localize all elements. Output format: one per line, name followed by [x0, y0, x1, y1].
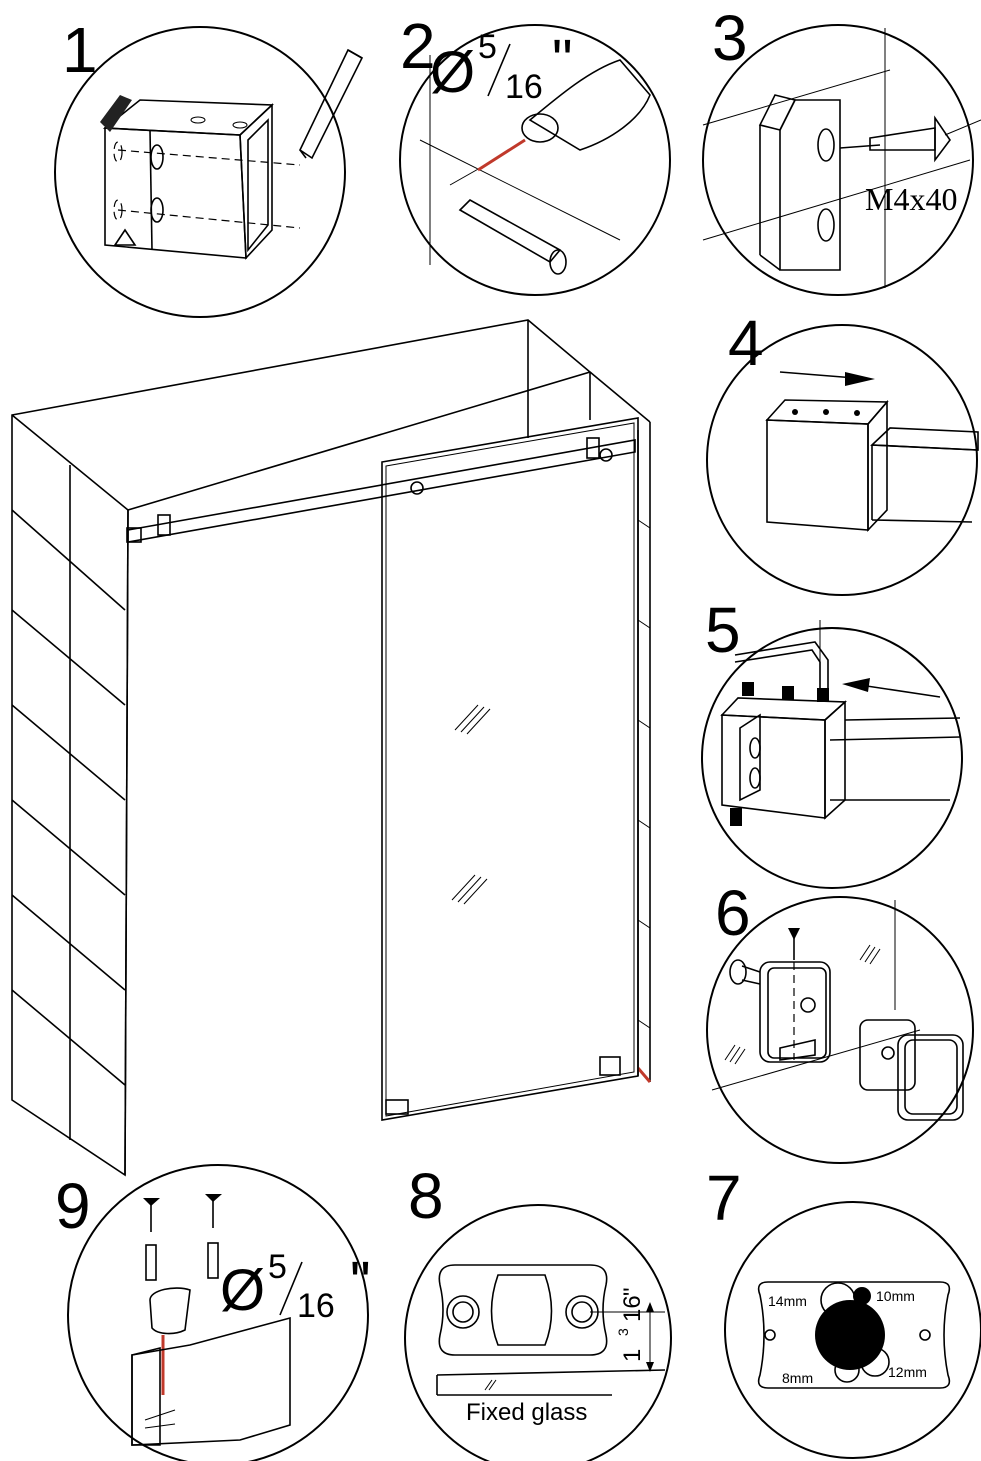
- step-4-number: 4: [728, 307, 764, 379]
- step-4-panel: 4: [706, 307, 979, 596]
- door-roller-right: [599, 448, 613, 462]
- step-9-number: 9: [55, 1170, 91, 1242]
- glass-clip-bracket: [759, 961, 831, 1063]
- step-8-dimension-inch: ": [619, 1287, 646, 1296]
- tiled-wall: [11, 319, 592, 1177]
- step-2-panel: 2 Ø 5 16 ": [399, 10, 671, 296]
- step-9-fraction-denominator: 16: [297, 1287, 335, 1325]
- step-9-inch-mark: ": [350, 1250, 371, 1315]
- support-bar: [870, 427, 979, 523]
- bar-connector-block: [765, 399, 889, 533]
- drill-icon: [477, 59, 651, 172]
- wall-plug-icon: [458, 199, 567, 275]
- clip-cover-plates: [859, 1019, 964, 1121]
- glass-hatch: [724, 944, 881, 1065]
- door-floor-guide: [385, 1099, 409, 1115]
- step-6-number: 6: [715, 877, 751, 949]
- screw-icon: [839, 115, 981, 163]
- bolt-icon: [729, 959, 761, 985]
- step-1-panel: 1: [54, 14, 364, 318]
- step-9-diameter-symbol: Ø: [220, 1258, 265, 1323]
- step-2-inch-mark: ": [552, 28, 573, 93]
- size-8mm: 8mm: [782, 1370, 813, 1386]
- step-7-number: 7: [706, 1162, 742, 1234]
- sliding-glass-door: [381, 417, 639, 1121]
- step-3-screw-size: M4x40: [865, 181, 957, 217]
- floor-guide-block: [131, 1316, 291, 1446]
- right-wall-edge: [589, 371, 652, 1083]
- step-8-dimension-whole: 1: [619, 1349, 646, 1362]
- pencil-icon: [298, 48, 364, 160]
- step-3-panel: 3 M4x40: [702, 2, 981, 296]
- step-9-fraction-numerator: 5: [268, 1248, 287, 1286]
- step-1-number: 1: [62, 14, 98, 86]
- drill-icon-9: [149, 1287, 191, 1395]
- door-stop: [599, 1056, 621, 1076]
- support-bar-end: [829, 717, 961, 801]
- step-9-panel: 9 Ø 5 16 ": [55, 1164, 371, 1461]
- step-5-panel: 5: [701, 594, 963, 889]
- support-rail: [126, 437, 636, 543]
- wall-bracket-block: [102, 99, 274, 260]
- step-2-fraction-numerator: 5: [478, 28, 497, 66]
- step-7-panel: 7 14mm 10mm 8mm 12mm: [706, 1162, 981, 1459]
- step-8-dimension-numerator: 3: [615, 1328, 631, 1336]
- size-14mm: 14mm: [768, 1293, 807, 1309]
- glass-hatch-marks: [451, 704, 491, 905]
- wall-plug-icons: [145, 1242, 219, 1281]
- set-screw-icons: [730, 682, 829, 826]
- screw-icons: [143, 1194, 222, 1232]
- step-8-panel: 8 1 3 16 " Fixed glass: [404, 1160, 672, 1461]
- mounted-bracket: [758, 94, 841, 271]
- eccentric-selector-dial: [815, 1282, 890, 1383]
- step-6-panel: 6: [706, 877, 974, 1164]
- size-12mm: 12mm: [888, 1364, 927, 1380]
- door-roller-left: [410, 481, 424, 495]
- step-3-number: 3: [712, 2, 748, 74]
- size-10mm: 10mm: [876, 1288, 915, 1304]
- step-8-fixed-glass-label: Fixed glass: [466, 1399, 587, 1426]
- step-5-number: 5: [705, 594, 741, 666]
- step-8-dimension-denominator: 16: [619, 1295, 646, 1322]
- bottom-guide-part: [438, 1264, 608, 1356]
- step-8-number: 8: [408, 1160, 444, 1232]
- screw-icon-vertical: [788, 928, 800, 960]
- step-2-diameter-symbol: Ø: [430, 40, 475, 105]
- main-shower-assembly: [11, 319, 652, 1177]
- marking-brush-icon: [100, 95, 132, 132]
- step-2-fraction-denominator: 16: [505, 68, 543, 106]
